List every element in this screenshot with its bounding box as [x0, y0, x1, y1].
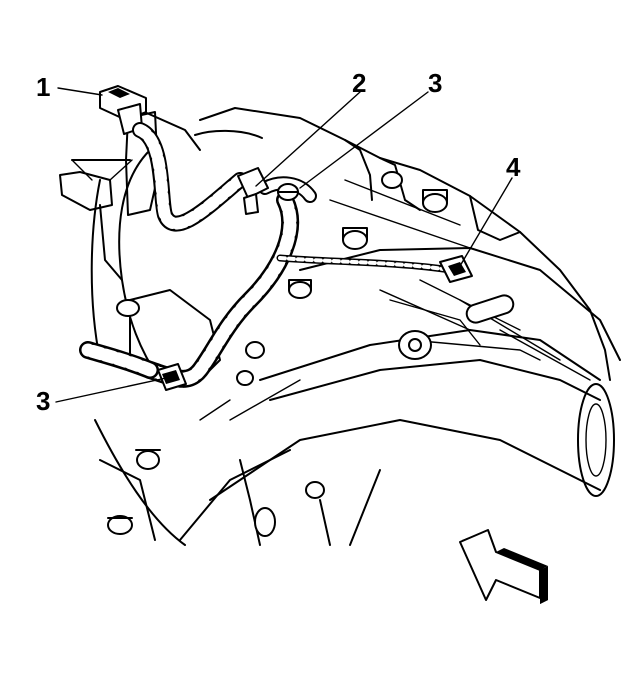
case-bolts — [107, 171, 515, 537]
harness-connector — [237, 167, 269, 215]
bolt — [422, 189, 448, 213]
bolt — [305, 481, 325, 499]
harness-clip-lower — [157, 363, 187, 391]
bolt — [398, 330, 432, 360]
bolt — [465, 294, 515, 324]
leader-lines — [55, 87, 513, 403]
wiring-harness — [79, 122, 454, 388]
bolt — [342, 227, 368, 250]
bolt — [288, 279, 312, 299]
front-of-vehicle-arrow-icon — [459, 529, 548, 604]
bolt — [116, 299, 140, 317]
callout-1: 1 — [36, 72, 50, 102]
sensor-bracket — [59, 111, 159, 281]
bolt — [381, 171, 403, 189]
speed-sensor-connector — [439, 255, 473, 283]
callout-2: 2 — [352, 68, 366, 98]
callout-4: 4 — [506, 152, 521, 182]
callout-3-upper: 3 — [428, 68, 442, 98]
harness-clip-upper — [277, 183, 299, 201]
bolt — [107, 515, 133, 535]
transmission-case — [90, 107, 621, 546]
bolt — [135, 449, 161, 470]
bolt — [245, 341, 265, 359]
bolt — [254, 507, 276, 537]
callout-3-lower: 3 — [36, 386, 50, 416]
bolt — [236, 370, 254, 386]
